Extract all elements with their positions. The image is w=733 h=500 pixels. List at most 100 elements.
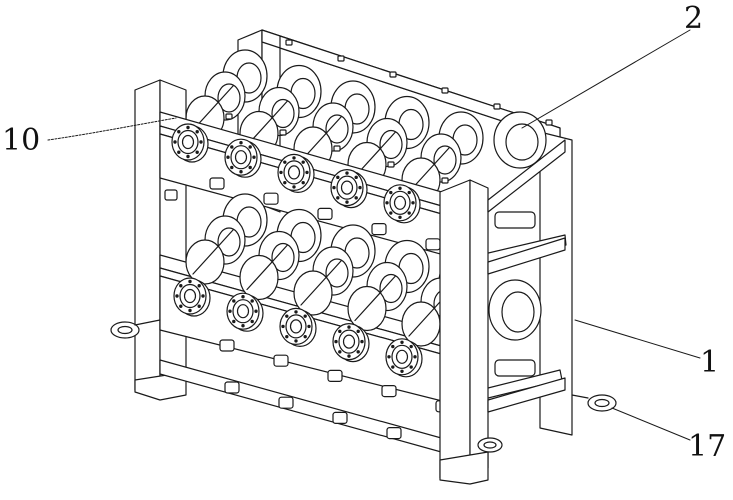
bearing-bolt [248,165,252,170]
bearing-bolt [226,155,230,159]
bearing-bolt [332,185,336,190]
bearing-bolt [389,211,393,215]
upper-tier-bearings [171,123,421,224]
bearing-bolt [232,319,236,324]
rail-bolt [225,113,233,120]
bearing-bolt [409,365,413,369]
bearing-bolt [334,339,338,344]
bearing-bolt [186,154,190,159]
callout-1: 1 [700,345,720,380]
bearing-bolt [336,175,340,180]
bearing-bolt [360,339,364,344]
bearing-bolt [175,294,179,298]
bearing-bolt [283,180,287,185]
slot-window [317,207,333,220]
bearing-bolt [354,196,358,200]
bearing-bolt [400,340,404,344]
bearing-bolt [177,130,181,134]
crank-pin [300,260,342,306]
bearing-bolt [281,324,285,329]
bearing-bolt [239,169,243,174]
crank-pin [354,275,396,322]
bearing-bolt [338,329,342,334]
slot-window [371,223,387,236]
bearing-bolt [354,175,358,180]
front-right-post [439,139,566,485]
slot-window [425,238,441,251]
lifting-eye-right [571,394,617,412]
bearing-bolt [197,304,201,308]
bearing-bolt [398,186,402,190]
crank-journal [379,129,403,160]
bearing-bolt [285,314,289,318]
bearing-bore [236,304,250,319]
slot-window [273,354,289,367]
rail-bolt [333,145,341,152]
bearing-bolt [413,355,417,359]
bearing-bolt [356,350,360,354]
slot-window [224,381,240,394]
bearing-bolt [188,308,192,313]
slot-window [327,369,343,382]
crankshaft [293,224,376,316]
rail-bolt [545,119,553,126]
callout-17: 17 [688,429,727,464]
crank-journal [217,83,241,113]
bearing-bolt [195,130,199,134]
bearing-bore [342,334,356,349]
bearing-bolt [301,160,305,164]
bearing-bolt [294,310,298,314]
bearing-bolt [336,196,340,200]
rail-bolt [389,71,397,78]
bearing-bore [234,150,248,165]
bearing-flange [277,153,315,193]
bearing-bolt [303,314,307,318]
rail-bolt [285,39,293,46]
slot-window [209,177,225,190]
bearing-bolt [347,354,351,358]
bearing-bolt [294,339,298,343]
bearing-flange [279,307,317,347]
bearing-bolt [230,165,234,170]
bearing-bolt [201,294,205,298]
bearing-bolt [292,156,296,160]
rail-bolt [337,55,345,62]
upper-tier-crankshafts [171,39,553,203]
bearing-bolt [292,185,296,189]
bearing-bolt [338,350,342,354]
bearing-bolt [173,140,177,144]
crank-journal [325,114,349,144]
bearing-bore [183,288,197,304]
right-side-crank-ends [488,111,547,377]
bearing-bolt [307,324,311,329]
bearing-bolt [188,279,192,284]
slot-window [386,427,402,440]
crank-journal [433,145,457,175]
bearing-bolt [177,150,181,154]
bearing-bolt [356,329,360,334]
crank-pin [192,229,234,275]
leader-lines [47,29,701,441]
crank-journal [271,98,295,129]
rail-bolt [441,87,449,94]
bearing-bolt [254,309,258,313]
bearing-bolt [179,284,183,288]
bearing-bore [395,349,409,364]
bearing-flange [330,169,368,209]
bearing-bolt [385,201,389,205]
bearing-bolt [241,324,245,328]
crankshaft [185,193,268,285]
bearing-bolt [250,299,254,303]
bearing-flange [226,292,264,332]
bearing-bolt [398,215,402,219]
bearing-bolt [409,344,413,349]
crankshaft [347,239,430,332]
bearing-bolt [248,145,252,149]
rail-bolt [279,129,287,136]
bearing-bore [340,180,354,195]
rail-bolt [493,103,501,110]
bearing-bolt [407,211,411,215]
bearing-bolt [400,369,404,373]
